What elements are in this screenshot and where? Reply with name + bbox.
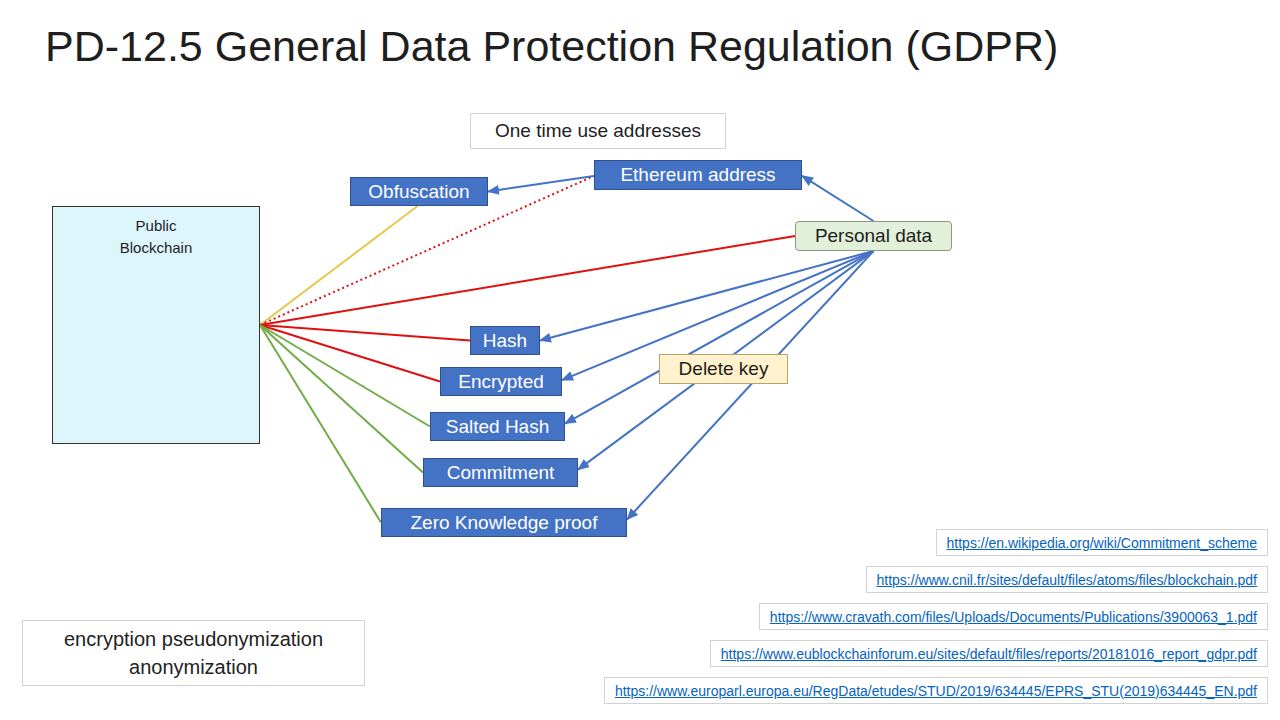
node-text: https://www.cnil.fr/sites/default/files/… xyxy=(877,572,1258,588)
reference-link: https://en.wikipedia.org/wiki/Commitment… xyxy=(936,529,1268,556)
node-text: https://www.eublockchainforum.eu/sites/d… xyxy=(721,646,1257,662)
reference-link: https://www.eublockchainforum.eu/sites/d… xyxy=(710,640,1268,667)
node-text: Ethereum address xyxy=(620,164,775,186)
key-box: Delete key xyxy=(659,354,788,384)
technique-box: Zero Knowledge proof xyxy=(381,508,627,537)
node-text: Personal data xyxy=(815,225,932,247)
node-text: Commitment xyxy=(447,462,555,484)
arrow-line xyxy=(565,251,874,424)
technique-box: Ethereum address xyxy=(594,160,802,190)
node-text: encryption pseudonymization anonymizatio… xyxy=(31,625,356,681)
node-text: https://en.wikipedia.org/wiki/Commitment… xyxy=(947,535,1257,551)
node-text: Encrypted xyxy=(458,371,544,393)
node-text: Salted Hash xyxy=(446,416,550,438)
arrow-line xyxy=(802,176,874,221)
technique-box: Salted Hash xyxy=(430,412,565,441)
arrow-line xyxy=(488,176,594,192)
node-text: Hash xyxy=(483,330,527,352)
reference-link: https://www.europarl.europa.eu/RegData/e… xyxy=(604,677,1268,704)
data-box: Personal data xyxy=(795,221,952,251)
node-text: Zero Knowledge proof xyxy=(411,512,598,534)
link-line xyxy=(260,325,381,523)
technique-box: Commitment xyxy=(423,458,578,487)
node-text: One time use addresses xyxy=(495,120,701,142)
node-text: Delete key xyxy=(679,358,769,380)
link-line xyxy=(260,325,430,427)
arrow-line xyxy=(562,251,874,380)
link-line xyxy=(260,176,594,325)
technique-box: Hash xyxy=(470,326,540,355)
reference-link: https://www.cravath.com/files/Uploads/Do… xyxy=(759,603,1268,630)
note-box: One time use addresses xyxy=(470,113,726,149)
node-text: Public Blockchain xyxy=(110,215,202,259)
note-box: encryption pseudonymization anonymizatio… xyxy=(22,620,365,686)
arrow-line xyxy=(627,251,874,520)
link-line xyxy=(260,325,423,473)
arrow-line xyxy=(540,251,874,341)
blockchain-box: Public Blockchain xyxy=(52,206,260,444)
technique-box: Encrypted xyxy=(440,367,562,396)
node-text: https://www.europarl.europa.eu/RegData/e… xyxy=(615,683,1257,699)
link-line xyxy=(260,325,470,341)
technique-box: Obfuscation xyxy=(350,177,488,206)
arrow-line xyxy=(578,251,874,470)
node-text: https://www.cravath.com/files/Uploads/Do… xyxy=(770,609,1257,625)
link-line xyxy=(260,325,440,382)
reference-link: https://www.cnil.fr/sites/default/files/… xyxy=(866,566,1269,593)
node-text: Obfuscation xyxy=(368,181,469,203)
link-line xyxy=(260,236,795,325)
slide-title: PD-12.5 General Data Protection Regulati… xyxy=(45,22,1058,71)
